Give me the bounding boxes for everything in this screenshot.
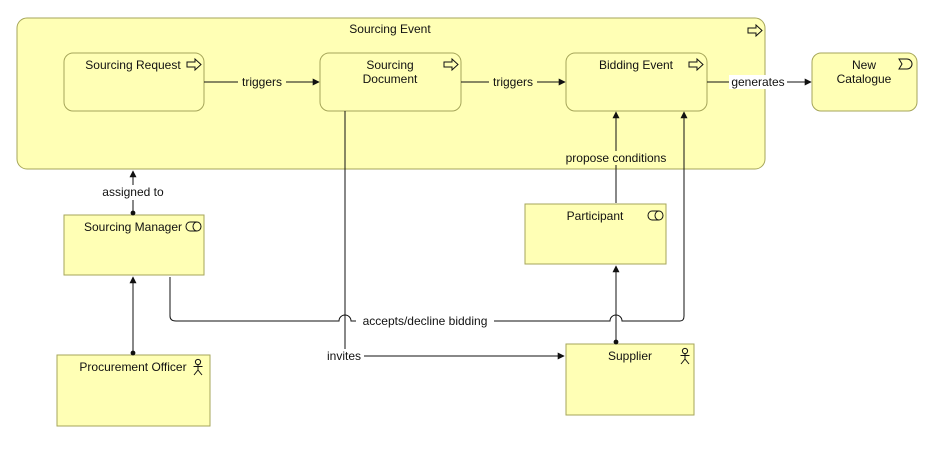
sourcing-document-node[interactable]: Sourcing Document [319, 52, 462, 112]
supplier-label: Supplier [608, 349, 652, 363]
sourcing-event-label: Sourcing Event [349, 22, 431, 36]
sourcing-manager-label: Sourcing Manager [84, 220, 182, 234]
sourcing-manager-node[interactable]: Sourcing Manager [63, 214, 205, 276]
process-arrow-icon [747, 23, 763, 38]
participant-node[interactable]: Participant [524, 203, 667, 265]
sourcing-document-label-line1: Sourcing [366, 58, 413, 72]
edge-label-generates: generates [731, 75, 784, 89]
process-arrow-icon [186, 57, 202, 72]
actor-icon [680, 347, 690, 365]
edge-label-propose-conditions: propose conditions [566, 151, 667, 165]
bidding-event-label: Bidding Event [599, 58, 674, 72]
actor-icon [193, 358, 203, 376]
new-catalogue-label-line2: Catalogue [837, 72, 892, 86]
bidding-event-node[interactable]: Bidding Event [565, 52, 708, 112]
new-catalogue-node[interactable]: New Catalogue [811, 52, 918, 112]
role-icon [647, 210, 664, 221]
new-catalogue-label-line1: New [852, 58, 876, 72]
edge-label-triggers-1: triggers [242, 75, 282, 89]
edge-generates[interactable]: generates [707, 75, 812, 89]
sourcing-request-label: Sourcing Request [85, 58, 181, 72]
procurement-officer-label: Procurement Officer [79, 360, 186, 374]
event-icon [898, 58, 913, 70]
edge-triggers-1[interactable]: triggers [204, 75, 320, 89]
role-icon [185, 221, 202, 232]
edge-assigned-to[interactable]: assigned to [97, 170, 169, 216]
edge-label-accepts-decline: accepts/decline bidding [363, 314, 488, 328]
process-arrow-icon [443, 57, 459, 72]
process-arrow-icon [688, 57, 704, 72]
edge-label-assigned-to: assigned to [102, 185, 164, 199]
edge-invites[interactable]: invites [324, 111, 565, 363]
edge-label-invites: invites [327, 349, 361, 363]
edge-label-triggers-2: triggers [493, 75, 533, 89]
sourcing-request-node[interactable]: Sourcing Request [63, 52, 205, 112]
sourcing-document-label-line2: Document [363, 72, 418, 86]
procurement-officer-node[interactable]: Procurement Officer [56, 354, 211, 427]
participant-label: Participant [567, 209, 624, 223]
edge-accepts-decline[interactable]: accepts/decline bidding [169, 111, 688, 328]
supplier-node[interactable]: Supplier [565, 343, 695, 416]
edge-triggers-2[interactable]: triggers [461, 75, 566, 89]
edge-propose-conditions[interactable]: propose conditions [560, 111, 672, 203]
